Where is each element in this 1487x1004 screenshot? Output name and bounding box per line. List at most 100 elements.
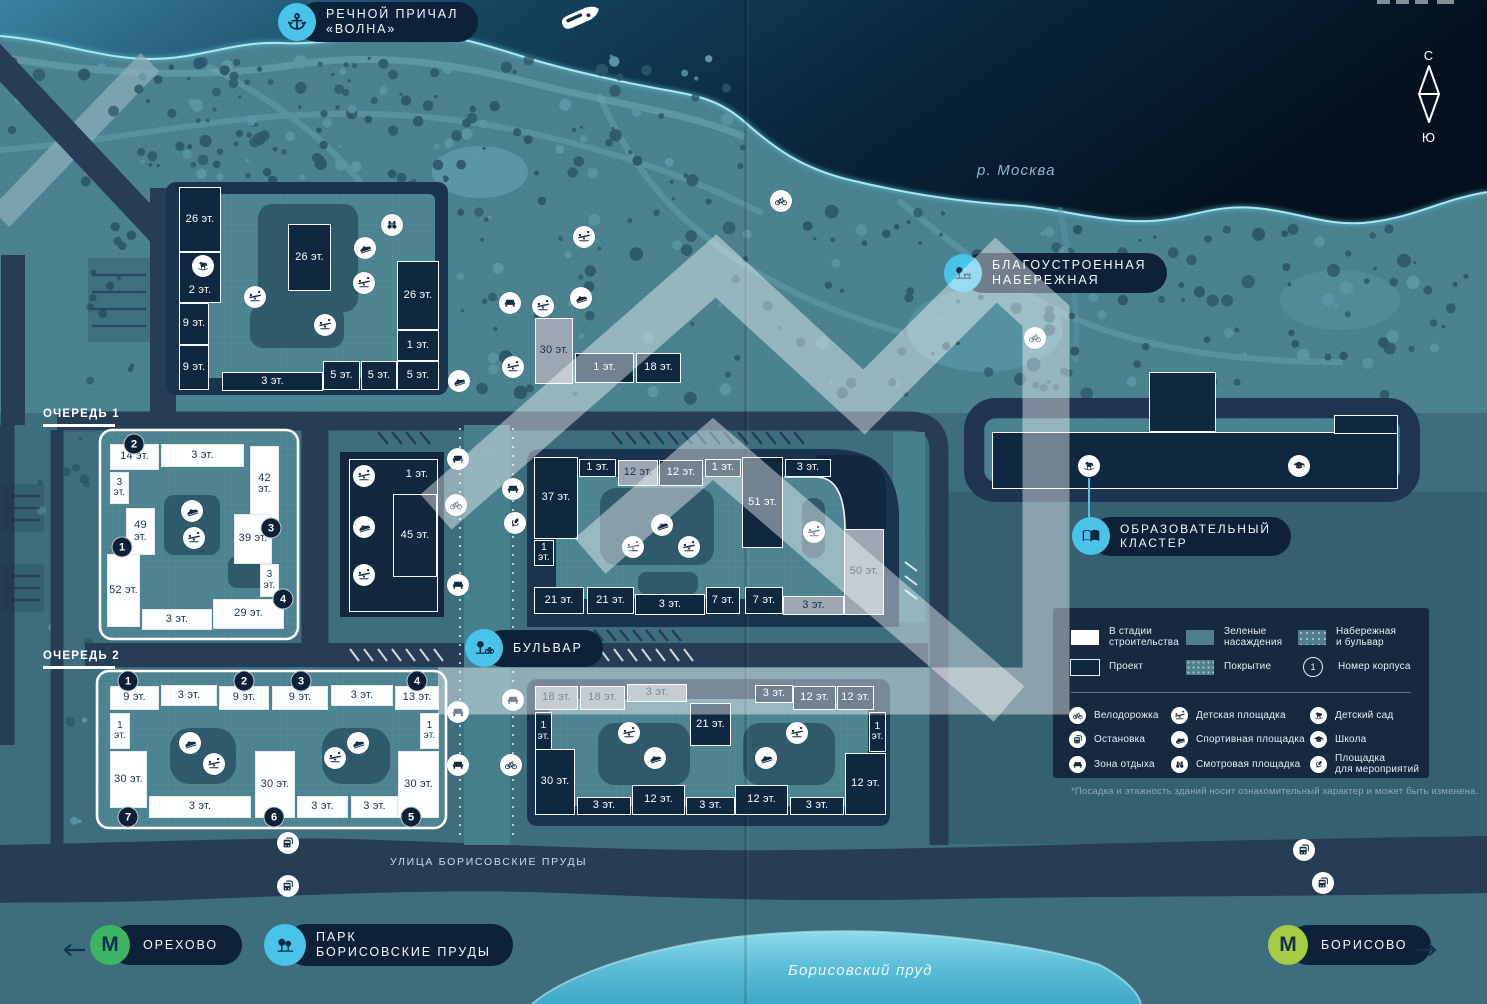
building-5эт[interactable]: 5 эт.	[323, 361, 360, 390]
building-9эт[interactable]: 9 эт.	[110, 686, 159, 710]
building-floors-label: 3 эт.	[311, 800, 334, 813]
building-26эт[interactable]: 26 эт.	[179, 187, 221, 252]
building-3эт[interactable]: 3 эт.	[577, 797, 631, 815]
bench-icon	[502, 478, 524, 500]
building-9эт[interactable]: 9 эт.	[179, 303, 209, 345]
building-1эт[interactable]: 1 эт.	[705, 459, 741, 477]
building-21эт[interactable]: 21 эт.	[534, 587, 584, 614]
legend-swatch-coating	[1186, 659, 1214, 675]
building-18эт[interactable]: 18 эт.	[636, 353, 681, 383]
building-30эт[interactable]: 30 эт.	[110, 751, 147, 808]
korpus-number-7[interactable]: 7	[117, 806, 139, 828]
sneaker-icon	[353, 516, 375, 538]
building-3эт[interactable]: 3 эт.	[790, 797, 844, 815]
seesaw-icon	[203, 753, 225, 775]
building-9эт[interactable]: 9 эт.	[179, 345, 209, 390]
building-26эт[interactable]: 26 эт.	[288, 224, 331, 291]
korpus-number-3[interactable]: 3	[290, 670, 312, 692]
building-3эт[interactable]: 3 эт.	[110, 472, 129, 504]
building-block[interactable]	[1149, 372, 1216, 432]
building-3эт[interactable]: 3 эт.	[297, 796, 348, 818]
building-1эт[interactable]: 1 эт.	[110, 713, 130, 749]
building-3эт[interactable]: 3 эт.	[161, 685, 217, 706]
building-18эт[interactable]: 18 эт.	[535, 686, 578, 710]
building-block[interactable]	[992, 432, 1398, 489]
korpus-number-2[interactable]: 2	[233, 670, 255, 692]
korpus-number-2[interactable]: 2	[123, 433, 145, 455]
korpus-number-text: 3	[267, 522, 275, 534]
sneaker-icon	[1171, 731, 1188, 749]
building-7эт[interactable]: 7 эт.	[706, 587, 740, 614]
legend-icon-item: Спортивная площадка	[1171, 728, 1310, 753]
badge-metro-orekhovo: М ОРЕХОВО	[90, 925, 242, 965]
river-label: р. Москва	[977, 162, 1056, 179]
building-floors-label: 49 эт.	[134, 519, 147, 543]
phase1-text: ОЧЕРЕДЬ 1	[43, 408, 120, 420]
korpus-number-1[interactable]: 1	[117, 670, 139, 692]
building-30эт[interactable]: 30 эт.	[535, 749, 575, 815]
building-42эт[interactable]: 42 эт.	[250, 446, 279, 522]
korpus-number-4[interactable]: 4	[406, 670, 428, 692]
corner-logo-fragment	[1377, 0, 1454, 4]
building-floors-label: 2 эт.	[188, 283, 212, 296]
building-1эт[interactable]: 1 эт.	[534, 540, 554, 566]
building-12эт[interactable]: 12 эт.	[632, 785, 685, 815]
building-3эт[interactable]: 3 эт.	[161, 444, 244, 467]
building-1эт[interactable]: 1 эт.	[535, 712, 552, 751]
building-21эт[interactable]: 21 эт.	[587, 587, 634, 614]
building-3эт[interactable]: 3 эт.	[351, 796, 398, 818]
building-45эт[interactable]: 45 эт.	[393, 494, 437, 577]
building-12эт[interactable]: 12 эт.	[618, 460, 658, 486]
building-1эт[interactable]: 1 эт.	[397, 330, 439, 361]
building-3эт[interactable]: 3 эт.	[755, 685, 793, 703]
korpus-number-5[interactable]: 5	[400, 806, 422, 828]
arrow-right-icon	[1414, 938, 1438, 962]
building-1эт[interactable]: 1 эт.	[869, 712, 886, 752]
building-3эт[interactable]: 3 эт.	[142, 609, 212, 630]
building-5эт[interactable]: 5 эт.	[397, 361, 439, 390]
bus-icon	[277, 832, 299, 854]
building-12эт[interactable]: 12 эт.	[735, 785, 788, 815]
sneaker-icon	[570, 287, 592, 309]
building-12эт[interactable]: 12 эт.	[793, 686, 836, 710]
bicycle-icon	[770, 190, 792, 212]
korpus-number-6[interactable]: 6	[263, 806, 285, 828]
building-1эт[interactable]: 1 эт.	[420, 713, 439, 749]
building-3эт[interactable]: 3 эт.	[635, 594, 705, 615]
rocking-horse-icon	[1078, 455, 1100, 477]
building-50эт[interactable]: 50 эт.	[844, 529, 884, 615]
seesaw-icon	[786, 722, 808, 744]
bicycle-icon	[445, 494, 467, 516]
legend-swatch-label: Номер корпуса	[1338, 661, 1411, 673]
building-3эт[interactable]: 3 эт.	[222, 372, 323, 391]
building-37эт[interactable]: 37 эт.	[534, 457, 578, 539]
building-7эт[interactable]: 7 эт.	[745, 587, 783, 614]
compass-north-label: С	[1423, 48, 1435, 63]
building-12эт[interactable]: 12 эт.	[845, 753, 886, 815]
building-1эт[interactable]: 1 эт.	[579, 459, 616, 477]
building-3эт[interactable]: 3 эт.	[785, 459, 831, 477]
building-1эт[interactable]: 1 эт.	[575, 353, 634, 383]
building-12эт[interactable]: 12 эт.	[659, 460, 703, 486]
building-3эт[interactable]: 3 эт.	[149, 796, 251, 818]
building-52эт[interactable]: 52 эт.	[107, 554, 140, 627]
korpus-number-text: 5	[407, 811, 415, 823]
building-3эт[interactable]: 3 эт.	[783, 596, 844, 615]
building-3эт[interactable]: 3 эт.	[627, 684, 687, 702]
building-3эт[interactable]: 3 эт.	[686, 797, 735, 815]
building-block[interactable]	[1334, 415, 1398, 434]
building-1эт[interactable]: 1 эт.	[397, 464, 437, 486]
building-18эт[interactable]: 18 эт.	[580, 686, 625, 710]
metro-borisovo-label: БОРИСОВО	[1321, 937, 1408, 952]
building-5эт[interactable]: 5 эт.	[361, 361, 397, 390]
korpus-number-3[interactable]: 3	[260, 517, 282, 539]
building-51эт[interactable]: 51 эт.	[742, 457, 783, 548]
building-30эт[interactable]: 30 эт.	[535, 318, 573, 384]
korpus-number-4[interactable]: 4	[272, 588, 294, 610]
building-3эт[interactable]: 3 эт.	[331, 685, 393, 706]
korpus-number-1[interactable]: 1	[111, 536, 133, 558]
legend-swatch-green	[1186, 629, 1214, 645]
building-12эт[interactable]: 12 эт.	[837, 686, 874, 710]
building-26эт[interactable]: 26 эт.	[397, 261, 439, 330]
building-21эт[interactable]: 21 эт.	[690, 703, 731, 746]
